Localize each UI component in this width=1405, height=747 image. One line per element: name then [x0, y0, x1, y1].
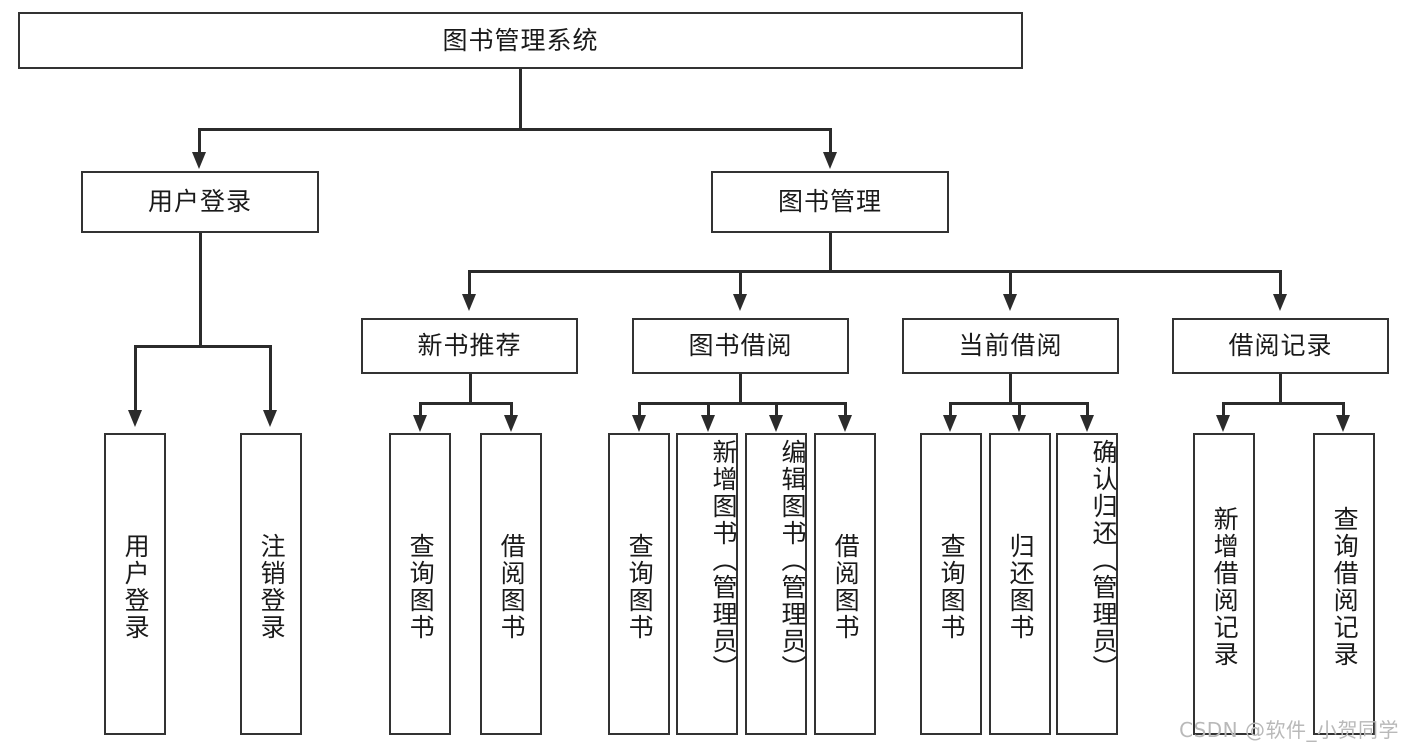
- arrow-to-book-borrow: [733, 294, 747, 311]
- node-leaf-confirm-return[interactable]: 确认归还（管理员）: [1056, 433, 1118, 735]
- connector-newbook-stem: [469, 374, 472, 402]
- node-label: 图书管理系统: [442, 25, 599, 55]
- connector-borrowrecord-bus: [1222, 402, 1344, 405]
- node-leaf-user-login[interactable]: 用户登录: [104, 433, 166, 735]
- node-leaf-borrow-book-new[interactable]: 借阅图书: [480, 433, 542, 735]
- node-leaf-query-book-borrow[interactable]: 查询图书: [608, 433, 670, 735]
- connector-userlogin-stem: [199, 233, 202, 345]
- connector-bookmgmt-stem: [829, 233, 832, 270]
- arrow-to-leaf-return-book: [1012, 415, 1026, 432]
- connector-newbook-drop-2: [510, 402, 513, 418]
- node-current-borrow[interactable]: 当前借阅: [902, 318, 1119, 374]
- arrow-to-leaf-edit-book: [769, 415, 783, 432]
- connector-borrowrecord-stem: [1279, 374, 1282, 402]
- node-leaf-edit-book[interactable]: 编辑图书（管理员）: [745, 433, 807, 735]
- arrow-to-leaf-add-book: [701, 415, 715, 432]
- connector-level3-drop-1: [468, 270, 471, 298]
- connector-root-stem: [519, 69, 522, 128]
- node-label: 借阅图书: [497, 533, 527, 641]
- arrow-to-book-management: [823, 152, 837, 169]
- arrow-to-borrow-record: [1273, 294, 1287, 311]
- connector-level1-drop-right: [829, 128, 832, 156]
- connector-currentborrow-drop-2: [1018, 402, 1021, 418]
- node-leaf-query-book-new[interactable]: 查询图书: [389, 433, 451, 735]
- arrow-to-leaf-query-record: [1336, 415, 1350, 432]
- connector-userlogin-drop-1: [134, 345, 137, 413]
- arrow-to-leaf-logout: [263, 410, 277, 427]
- arrow-to-user-login: [192, 152, 206, 169]
- node-leaf-query-book-current[interactable]: 查询图书: [920, 433, 982, 735]
- connector-bookborrow-stem: [739, 374, 742, 402]
- arrow-to-leaf-user-login: [128, 410, 142, 427]
- connector-currentborrow-drop-3: [1086, 402, 1089, 418]
- watermark-text: CSDN @软件_小贺同学: [1179, 718, 1399, 742]
- node-leaf-query-record[interactable]: 查询借阅记录: [1313, 433, 1375, 735]
- connector-borrowrecord-drop-2: [1342, 402, 1345, 418]
- node-label: 当前借阅: [958, 331, 1063, 360]
- connector-userlogin-bus: [134, 345, 271, 348]
- connector-level3-drop-2: [739, 270, 742, 298]
- node-root-system[interactable]: 图书管理系统: [18, 12, 1023, 69]
- node-leaf-borrow-book[interactable]: 借阅图书: [814, 433, 876, 735]
- arrow-to-leaf-query-book-2: [632, 415, 646, 432]
- node-label: 查询图书: [625, 533, 655, 641]
- connector-borrowrecord-drop-1: [1222, 402, 1225, 418]
- arrow-to-leaf-borrow-book-1: [504, 415, 518, 432]
- connector-userlogin-drop-2: [269, 345, 272, 413]
- node-leaf-return-book[interactable]: 归还图书: [989, 433, 1051, 735]
- node-book-management[interactable]: 图书管理: [711, 171, 949, 233]
- arrow-to-current-borrow: [1003, 294, 1017, 311]
- node-label: 归还图书: [1006, 533, 1036, 641]
- node-borrow-record[interactable]: 借阅记录: [1172, 318, 1389, 374]
- node-label: 借阅记录: [1228, 331, 1333, 360]
- node-label: 图书管理: [777, 187, 882, 216]
- node-label: 用户登录: [121, 533, 151, 641]
- connector-bookborrow-drop-1: [638, 402, 641, 418]
- connector-newbook-bus: [419, 402, 512, 405]
- connector-level3-drop-4: [1279, 270, 1282, 298]
- node-label: 确认归还（管理员）: [1089, 439, 1118, 682]
- node-label: 新书推荐: [417, 331, 522, 360]
- connector-currentborrow-drop-1: [949, 402, 952, 418]
- connector-level3-bus: [468, 270, 1280, 273]
- node-label: 图书借阅: [688, 331, 793, 360]
- node-label: 编辑图书（管理员）: [778, 439, 807, 682]
- node-leaf-add-book[interactable]: 新增图书（管理员）: [676, 433, 738, 735]
- connector-bookborrow-drop-4: [844, 402, 847, 418]
- node-leaf-logout[interactable]: 注销登录: [240, 433, 302, 735]
- node-leaf-add-record[interactable]: 新增借阅记录: [1193, 433, 1255, 735]
- node-label: 查询图书: [406, 533, 436, 641]
- node-label: 查询图书: [937, 533, 967, 641]
- connector-level1-drop-left: [198, 128, 201, 156]
- connector-newbook-drop-1: [419, 402, 422, 418]
- arrow-to-new-book-recommend: [462, 294, 476, 311]
- connector-bookborrow-bus: [638, 402, 846, 405]
- node-label: 查询借阅记录: [1330, 506, 1360, 668]
- arrow-to-leaf-add-record: [1216, 415, 1230, 432]
- arrow-to-leaf-query-book-1: [413, 415, 427, 432]
- connector-bookborrow-drop-2: [707, 402, 710, 418]
- connector-level3-drop-3: [1009, 270, 1012, 298]
- node-label: 新增图书（管理员）: [709, 439, 738, 682]
- node-new-book-recommend[interactable]: 新书推荐: [361, 318, 578, 374]
- node-user-login[interactable]: 用户登录: [81, 171, 319, 233]
- node-label: 用户登录: [147, 187, 252, 216]
- connector-currentborrow-stem: [1009, 374, 1012, 402]
- node-label: 借阅图书: [831, 533, 861, 641]
- connector-bookborrow-drop-3: [775, 402, 778, 418]
- node-label: 新增借阅记录: [1210, 506, 1240, 668]
- connector-level1-bus: [198, 128, 831, 131]
- node-book-borrow[interactable]: 图书借阅: [632, 318, 849, 374]
- arrow-to-leaf-confirm-return: [1080, 415, 1094, 432]
- arrow-to-leaf-query-book-3: [943, 415, 957, 432]
- node-label: 注销登录: [257, 533, 287, 641]
- arrow-to-leaf-borrow-book-2: [838, 415, 852, 432]
